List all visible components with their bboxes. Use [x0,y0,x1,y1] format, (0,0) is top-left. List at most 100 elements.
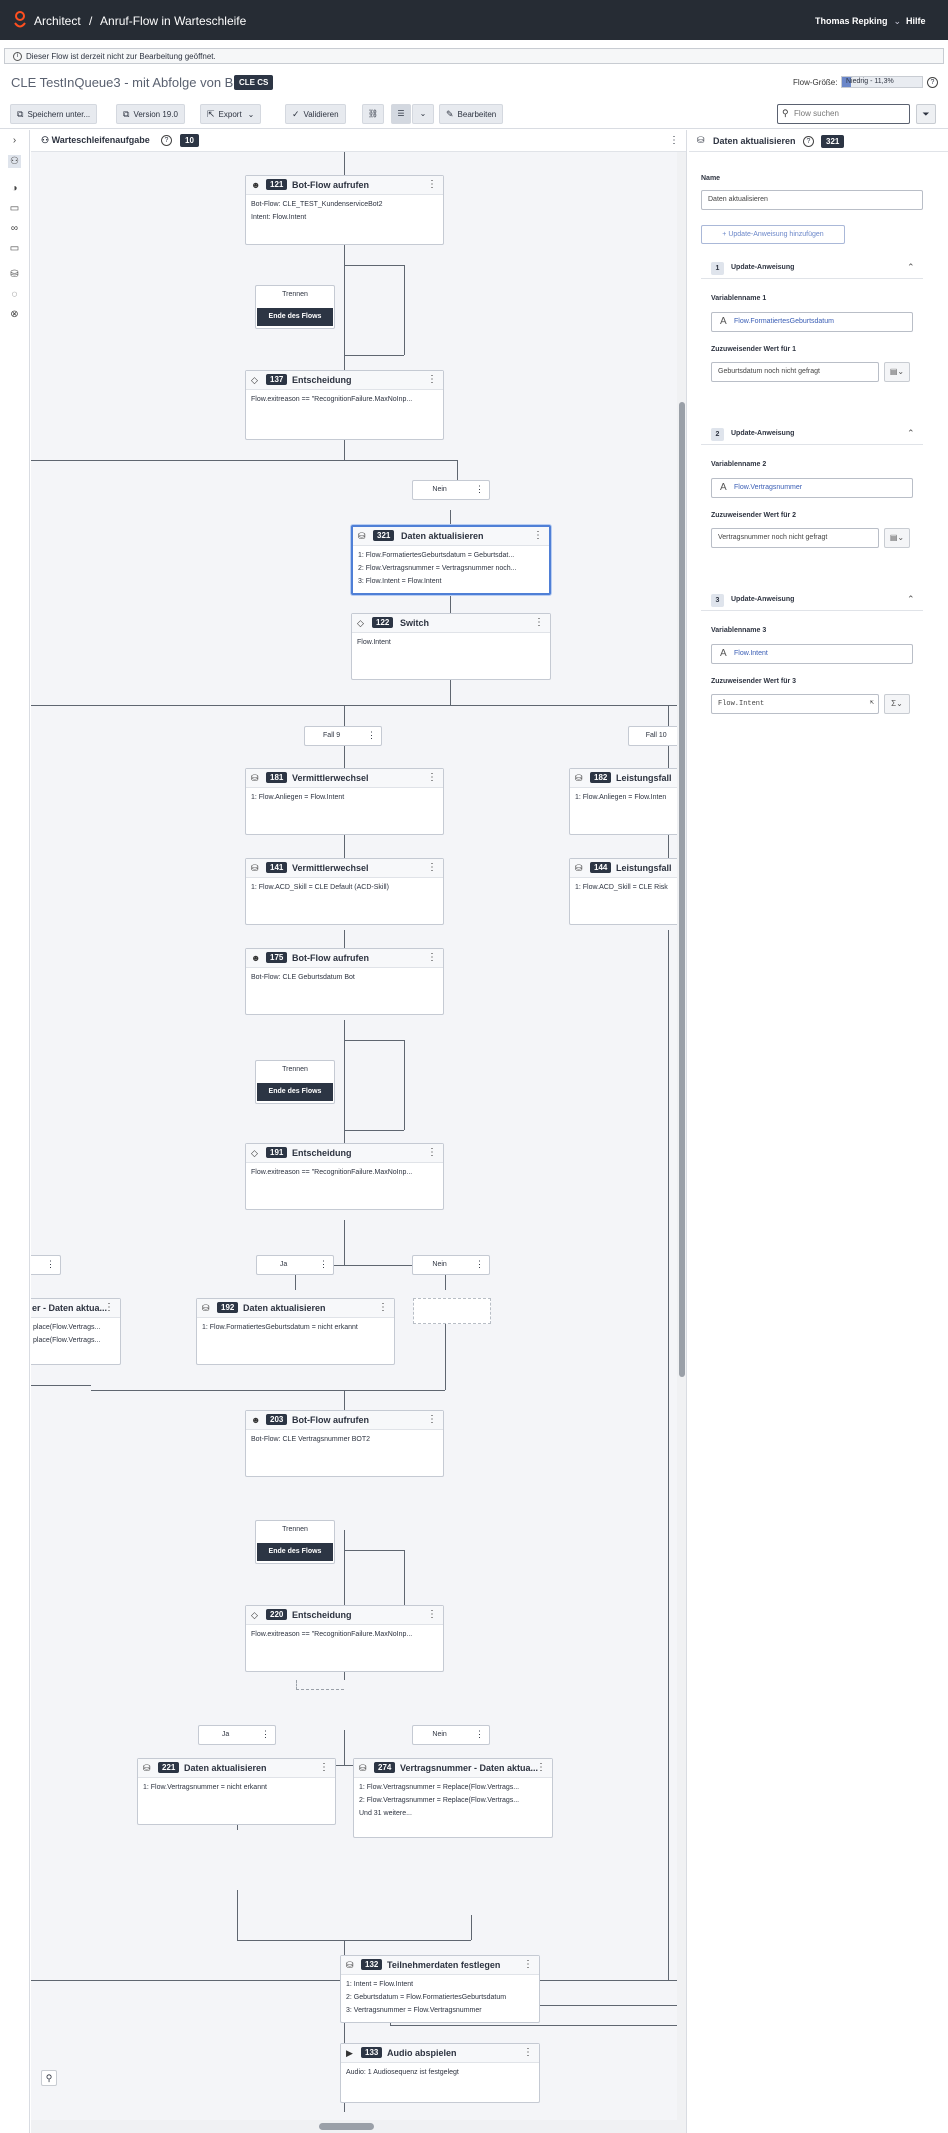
horizontal-scrollbar[interactable] [31,2120,686,2133]
scroll-thumb[interactable] [319,2123,374,2130]
name-input[interactable]: Daten aktualisieren [701,190,923,210]
more-icon[interactable]: ⋮ [427,1147,437,1158]
view-options-button[interactable]: ⌄ [412,104,434,124]
path-ja[interactable]: Ja⋮ [198,1725,276,1745]
more-icon[interactable]: ⋮ [536,1762,546,1773]
more-icon[interactable]: ⋮ [534,617,544,628]
path-nein[interactable]: Nein⋮ [412,1725,490,1745]
more-icon[interactable]: ⋮ [523,2047,533,2058]
type-selector-button[interactable]: ▤⌄ [884,528,910,548]
help-circle-icon[interactable]: ? [927,77,938,88]
comment-icon[interactable]: ◌ [11,289,18,300]
export-button[interactable]: ⇱Export⌄ [200,104,262,124]
path-fall-9[interactable]: Fall 9⋮ [304,726,382,746]
more-icon[interactable]: ⋮ [319,1762,329,1773]
expand-editor-icon[interactable]: ⇱ [869,699,874,707]
path-nein[interactable]: Nein⋮ [412,1255,490,1275]
flow-search-input[interactable]: ⚲Flow suchen [777,104,910,124]
scroll-thumb[interactable] [679,402,685,1377]
flow-view-icon[interactable]: ⚇ [8,155,21,168]
filter-button[interactable]: ⏷ [916,104,936,124]
user-menu[interactable]: Thomas Repking⌄ [815,16,901,27]
list-view-button[interactable]: ☰ [391,104,411,124]
help-menu[interactable]: Hilfe [906,16,926,26]
more-icon[interactable]: ⋮ [533,530,543,541]
data-icon[interactable]: ⛁ [10,269,19,280]
chevron-up-icon[interactable]: ⌃ [907,594,915,604]
more-icon[interactable]: ⋮ [319,1259,328,1269]
more-icon[interactable]: ⋮ [427,1414,437,1425]
more-icon[interactable]: ⋮ [669,135,679,146]
more-icon[interactable]: ⋮ [46,1259,55,1269]
help-circle-icon[interactable]: ? [161,135,172,146]
chevron-up-icon[interactable]: ⌃ [907,262,915,272]
breadcrumb-architect[interactable]: Architect [34,14,81,28]
vertical-scrollbar[interactable] [677,152,686,2120]
type-selector-button[interactable]: ▤⌄ [884,362,910,382]
version-button[interactable]: ⧉Version 19.0 [116,104,185,124]
zoom-button[interactable]: ⚲ [41,2070,57,2086]
add-update-statement-button[interactable]: + Update-Anweisung hinzufügen [701,225,845,244]
path-ja[interactable]: Ja⋮ [256,1255,334,1275]
expand-chevron-icon[interactable]: › [12,135,17,146]
save-as-button[interactable]: ⧉Speichern unter... [10,104,98,124]
flow-canvas[interactable]: ⚇ Warteschleifenaufgabe ? 10 ⋮ [31,130,687,2133]
tag-icon[interactable]: ▭ [9,243,20,254]
more-icon[interactable]: ⋮ [427,1609,437,1620]
more-icon[interactable]: ⋮ [427,179,437,190]
empty-drop-target[interactable] [413,1298,491,1324]
value-input-2[interactable]: Vertragsnummer noch nicht gefragt [711,528,879,548]
path-nein[interactable]: Nein⋮ [412,480,490,500]
path-fall-10[interactable]: Fall 10 [628,726,686,746]
more-icon[interactable]: ⋮ [475,1729,484,1739]
link-icon[interactable]: ∞ [10,223,19,234]
media-icon[interactable]: ▭ [9,203,20,214]
value-input-3[interactable]: Flow.Intent⇱ [711,694,879,714]
breadcrumb-flow-type[interactable]: Anruf-Flow in Warteschleife [100,14,247,28]
link-button[interactable]: ⛓ [362,104,384,124]
settings-icon[interactable]: ◑ [11,183,18,194]
close-circle-icon[interactable]: ⊗ [10,309,19,320]
more-icon[interactable]: ⋮ [475,1259,484,1269]
more-icon[interactable]: ⋮ [523,1959,533,1970]
more-icon[interactable]: ⋮ [427,952,437,963]
chevron-up-icon[interactable]: ⌃ [907,428,915,438]
more-icon[interactable]: ⋮ [104,1302,114,1313]
type-selector-button[interactable]: Σ⌄ [884,694,910,714]
value-input-1[interactable]: Geburtsdatum noch nicht gefragt [711,362,879,382]
path-partial[interactable]: ⋮ [31,1255,61,1275]
more-icon[interactable]: ⋮ [427,862,437,873]
more-icon[interactable]: ⋮ [367,730,376,740]
edit-button[interactable]: ✎Bearbeiten [439,104,504,124]
validate-button[interactable]: ✓Validieren [285,104,346,124]
more-icon[interactable]: ⋮ [378,1302,388,1313]
more-icon[interactable]: ⋮ [427,772,437,783]
more-icon[interactable]: ⋮ [261,1729,270,1739]
